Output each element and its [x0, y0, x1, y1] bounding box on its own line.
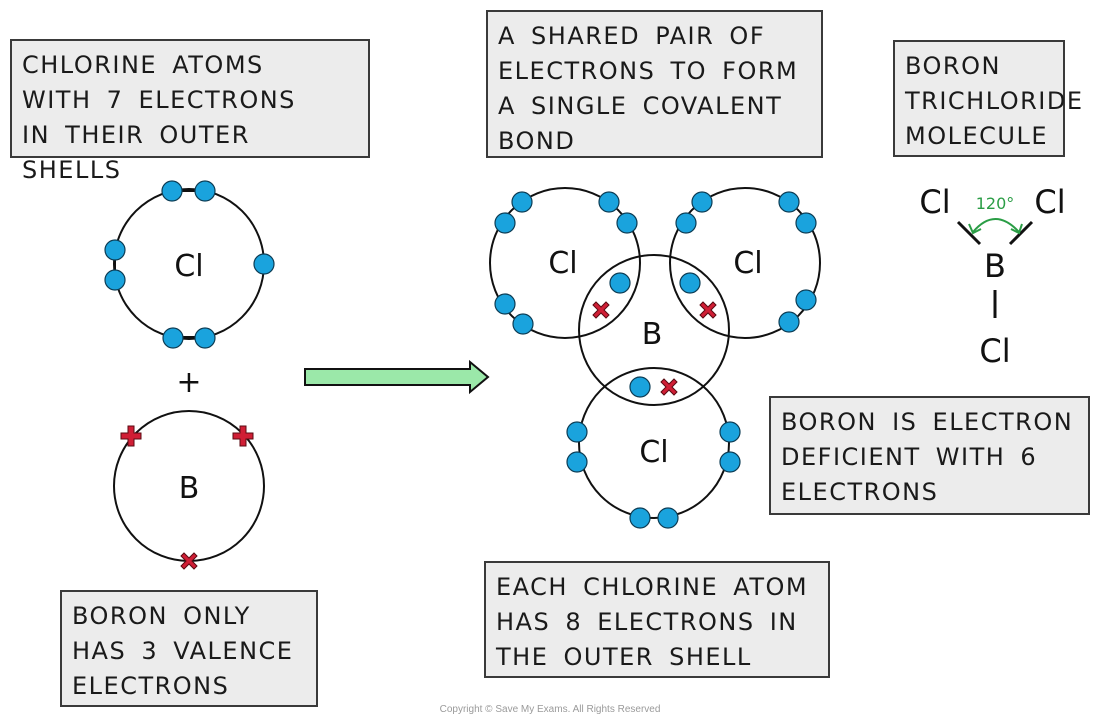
label-line: THE OUTER SHELL [496, 643, 752, 671]
electron-dot [104, 239, 126, 261]
electron-dot [494, 212, 516, 234]
label-line: HAS 3 VALENCE [72, 637, 294, 665]
electron-dot [616, 212, 638, 234]
structural-formula: Cl Cl B Cl 120° [919, 183, 1065, 370]
electron-dot [162, 327, 184, 349]
electron-dot [719, 451, 741, 473]
shared-electron-dot [679, 272, 701, 294]
chlorine-symbol: Cl [979, 332, 1010, 370]
boron-electron-cross [592, 301, 610, 319]
label-line: A SINGLE COVALENT [498, 92, 783, 120]
boron-shell [578, 254, 730, 406]
electron-deficient-label: BORON IS ELECTRON DEFICIENT WITH 6 ELECT… [769, 396, 1090, 515]
boron-valence-label: BORON ONLY HAS 3 VALENCE ELECTRONS [60, 590, 318, 707]
chlorine-atoms-label: CHLORINE ATOMS WITH 7 ELECTRONS IN THEIR… [10, 39, 370, 184]
electron-dot [511, 191, 533, 213]
chlorine-shell [669, 187, 821, 339]
label-line: BOND [498, 127, 576, 155]
label-line: CHLORINE ATOMS [22, 51, 264, 79]
electron-dot [253, 253, 275, 275]
chlorine-symbol: Cl [919, 183, 950, 221]
boron-symbol: B [642, 317, 663, 352]
electron-dot [566, 421, 588, 443]
label-line: DEFICIENT WITH 6 [781, 443, 1038, 471]
boron-electron-cross [660, 378, 678, 396]
copyright-notice: Copyright © Save My Exams. All Rights Re… [439, 704, 661, 715]
angle-arrowhead [1010, 223, 1023, 235]
label-line: BORON ONLY [72, 602, 251, 630]
chlorine-symbol: Cl [733, 246, 762, 281]
boron-electron-cross [120, 425, 142, 447]
electron-dot [104, 269, 126, 291]
electron-dot [494, 293, 516, 315]
electron-dot [778, 191, 800, 213]
boron-symbol: B [179, 471, 200, 506]
angle-arc [972, 218, 1020, 233]
electron-dot [512, 313, 534, 335]
electron-dot [629, 507, 651, 529]
chlorine-octet-label: EACH CHLORINE ATOM HAS 8 ELECTRONS IN TH… [484, 561, 830, 678]
angle-arrowhead [968, 223, 982, 235]
chlorine-atom: Cl [104, 180, 275, 349]
label-line: BORON IS ELECTRON [781, 408, 1074, 436]
electron-dot [598, 191, 620, 213]
label-line: ELECTRONS [781, 478, 939, 506]
shared-pair-label: A SHARED PAIR OF ELECTRONS TO FORM A SIN… [486, 10, 823, 158]
bond-line [956, 220, 982, 246]
bond-angle-label: 120° [976, 194, 1015, 213]
chlorine-symbol: Cl [639, 435, 668, 470]
electron-dot [795, 212, 817, 234]
label-line: MOLECULE [905, 122, 1048, 150]
label-line: HAS 8 ELECTRONS IN [496, 608, 798, 636]
electron-dot [719, 421, 741, 443]
label-line: ELECTRONS [72, 672, 230, 700]
label-line: ELECTRONS TO FORM [498, 57, 799, 85]
label-line: TRICHLORIDE [905, 87, 1084, 115]
label-line: EACH CHLORINE ATOM [496, 573, 809, 601]
label-line: WITH 7 ELECTRONS [22, 86, 296, 114]
boron-atom: B [113, 410, 265, 570]
shared-electron-dot [629, 376, 651, 398]
electron-dot [795, 289, 817, 311]
chlorine-shell [489, 187, 641, 339]
electron-dot [566, 451, 588, 473]
label-line: IN THEIR OUTER SHELLS [22, 121, 250, 184]
bond-line [1008, 220, 1034, 246]
bcl3-dot-cross-diagram: Cl Cl B Cl [489, 187, 821, 529]
chlorine-symbol: Cl [174, 249, 203, 284]
chlorine-symbol: Cl [548, 246, 577, 281]
chlorine-shell [578, 367, 730, 519]
electron-dot [657, 507, 679, 529]
shared-electron-dot [609, 272, 631, 294]
electron-dot [778, 311, 800, 333]
reaction-arrow [304, 359, 490, 395]
electron-dot [161, 180, 183, 202]
electron-dot [675, 212, 697, 234]
label-line: BORON [905, 52, 1001, 80]
boron-symbol: B [984, 247, 1006, 285]
electron-dot [194, 327, 216, 349]
electron-dot [194, 180, 216, 202]
chlorine-symbol: Cl [1034, 183, 1065, 221]
molecule-name-label: BORON TRICHLORIDE MOLECULE [893, 40, 1084, 157]
boron-electron-cross [699, 301, 717, 319]
label-line: A SHARED PAIR OF [498, 22, 766, 50]
electron-dot [691, 191, 713, 213]
plus-sign: + [176, 365, 201, 400]
